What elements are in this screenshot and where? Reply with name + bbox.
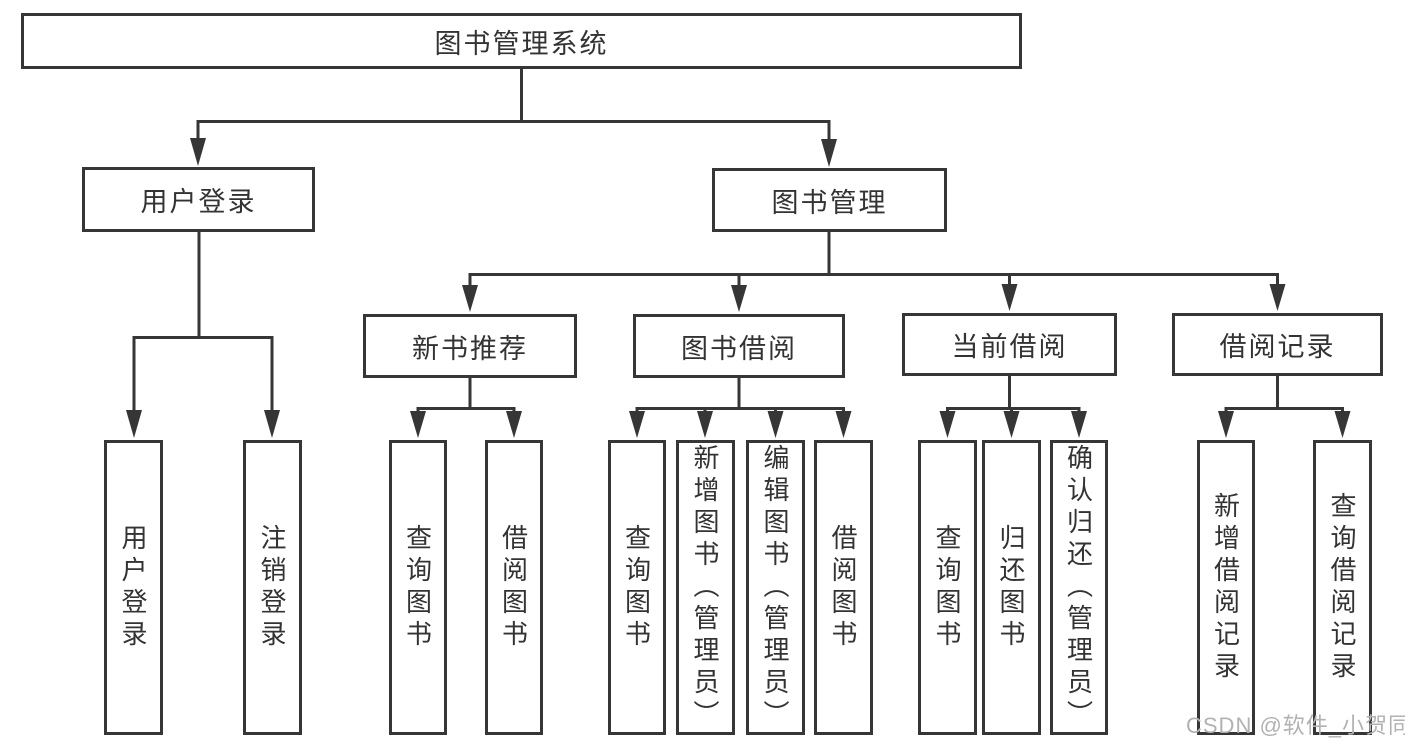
leaf-label: 新增借阅记录	[1210, 491, 1241, 684]
leaf-query-books-borrowing: 查询图书	[608, 440, 666, 735]
leaf-label: 查询图书	[621, 523, 652, 652]
node-library-management-system: 图书管理系统	[21, 13, 1022, 69]
leaf-edit-books-admin: 编辑图书（管理员）	[746, 440, 805, 735]
connector-book-management-bus	[468, 273, 1279, 287]
node-label: 借阅记录	[1219, 332, 1336, 362]
arrowhead-to-query-books-2	[629, 411, 645, 438]
arrowhead-to-book-borrowing	[731, 285, 747, 312]
leaf-borrow-books-recommend: 借阅图书	[485, 440, 543, 735]
arrowhead-to-user-login-leaf	[126, 410, 142, 438]
node-user-login: 用户登录	[82, 167, 315, 232]
leaf-query-books-current: 查询图书	[918, 440, 977, 735]
leaf-label: 新增图书（管理员）	[690, 443, 720, 732]
node-label: 新书推荐	[412, 333, 528, 364]
connectors-root	[190, 69, 837, 167]
leaf-label: 归还图书	[996, 523, 1026, 652]
connector-current-borrowing-bus	[946, 407, 1081, 413]
node-label: 图书借阅	[681, 333, 797, 364]
leaf-query-books-recommend: 查询图书	[389, 440, 447, 735]
connectors-new-book-recommend	[410, 378, 522, 438]
arrowhead-to-new-book-recommend	[462, 285, 478, 312]
connector-root-bus	[196, 120, 831, 140]
connectors-borrowing-records	[1218, 376, 1351, 438]
arrowhead-to-current-borrowing	[1001, 284, 1018, 311]
arrowhead-to-borrowing-records	[1269, 284, 1286, 311]
arrowhead-to-return-books	[1003, 411, 1020, 438]
connectors-book-management	[462, 232, 1286, 312]
node-new-book-recommend: 新书推荐	[363, 314, 577, 378]
leaf-logout: 注销登录	[243, 440, 302, 735]
arrowhead-to-user-login	[190, 138, 206, 166]
node-current-borrowing: 当前借阅	[902, 313, 1117, 376]
connector-new-book-recommend-bus	[416, 407, 516, 413]
leaf-label: 借阅图书	[498, 523, 529, 652]
arrowhead-to-confirm-return	[1071, 411, 1087, 438]
node-borrowing-records: 借阅记录	[1172, 313, 1383, 376]
connectors-user-login	[126, 232, 280, 438]
leaf-label: 借阅图书	[828, 523, 858, 652]
leaf-add-borrow-record: 新增借阅记录	[1197, 440, 1255, 735]
connector-user-login-bus	[132, 336, 274, 412]
leaf-label: 确认归还（管理员）	[1063, 443, 1094, 732]
leaf-label: 编辑图书（管理员）	[760, 443, 790, 732]
leaf-user-login: 用户登录	[104, 440, 163, 735]
leaf-label: 注销登录	[257, 523, 287, 652]
leaf-add-books-admin: 新增图书（管理员）	[676, 440, 735, 735]
leaf-label: 用户登录	[118, 523, 148, 652]
arrowhead-to-borrow-books-2	[835, 411, 852, 438]
arrowhead-to-borrow-books-1	[506, 411, 522, 438]
leaf-label: 查询图书	[932, 523, 962, 652]
connector-borrowing-records-bus	[1224, 407, 1344, 413]
leaf-borrow-books-borrowing: 借阅图书	[814, 440, 873, 735]
leaf-return-books: 归还图书	[982, 440, 1041, 735]
arrowhead-to-edit-books	[767, 411, 784, 438]
node-label: 用户登录	[140, 187, 257, 217]
connectors-current-borrowing	[939, 376, 1087, 438]
node-label: 当前借阅	[951, 332, 1068, 362]
node-label: 图书管理	[771, 187, 888, 218]
arrowhead-to-query-books-1	[410, 411, 426, 438]
node-book-borrowing: 图书借阅	[633, 314, 845, 378]
connector-book-borrowing-bus	[635, 407, 845, 413]
node-book-management: 图书管理	[712, 168, 947, 232]
arrowhead-to-logout-leaf	[264, 410, 280, 438]
leaf-query-borrow-record: 查询借阅记录	[1313, 440, 1372, 735]
watermark: CSDN @软件_小贺同学	[1186, 713, 1405, 738]
leaf-confirm-return-admin: 确认归还（管理员）	[1050, 440, 1108, 735]
node-label: 图书管理系统	[434, 28, 609, 59]
connectors-book-borrowing	[629, 378, 852, 438]
leaf-label: 查询图书	[402, 523, 433, 652]
arrowhead-to-add-books	[697, 411, 713, 438]
arrowhead-to-query-books-3	[939, 411, 956, 438]
arrowhead-to-book-management	[821, 139, 837, 167]
leaf-label: 查询借阅记录	[1327, 491, 1357, 684]
arrowhead-to-add-borrow-record	[1218, 411, 1234, 438]
arrowhead-to-query-borrow-record	[1334, 411, 1351, 438]
